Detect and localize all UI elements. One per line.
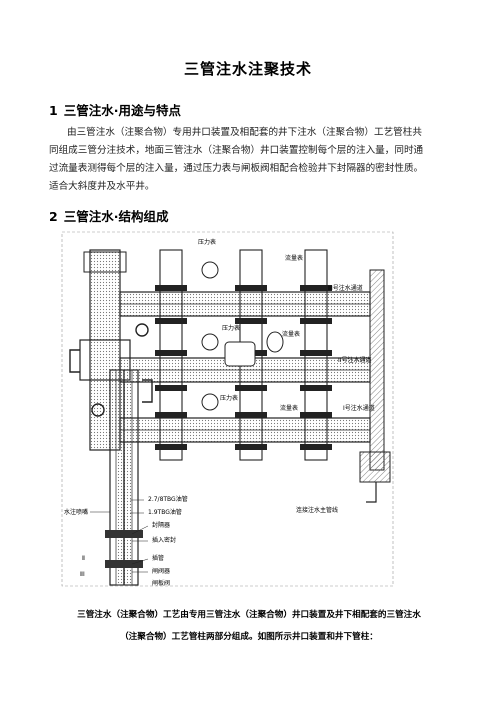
label-flow-meter: 流量表 (280, 404, 298, 412)
section-number: 1 (49, 103, 58, 118)
label-tubing-19: 1.9TBG油管 (148, 508, 182, 516)
paragraph-line: 由三管注水（注聚合物）专用井口装置及相配套的井下注水（注聚合物）工艺管柱共 (67, 127, 422, 138)
label-flow-meter: 流量表 (282, 330, 300, 338)
label-pressure-gauge: 压力表 (198, 238, 216, 246)
label-channel-2: ⅠⅠ号注水通道 (338, 356, 372, 364)
label-water-nozzle: 水注喷嘴 (64, 508, 88, 516)
paragraph-line: 过流量表测得每个层的注入量，通过压力表与闸板阀相配合检验井下封隔器的密封性质。 (49, 163, 424, 174)
label-bottom-valve: 闸板阀 (152, 579, 170, 587)
usage-paragraph: 由三管注水（注聚合物）专用井口装置及相配套的井下注水（注聚合物）工艺管柱共 同组… (49, 124, 449, 196)
label-gate-valve: 闸阀器 (152, 567, 170, 575)
label-insert-seal: 插入密封 (152, 536, 176, 544)
section-heading-usage: 1 三管注水·用途与特点 (49, 100, 181, 119)
wellhead-diagram: 压力表 流量表 ⅡⅠ号注水通道 压力表 流量表 ⅠⅠ号注水通道 压力表 流量表 … (61, 231, 394, 587)
caption-line: 三管注水（注聚合物）工艺由专用三管注水（注聚合物）井口装置及井下相配套的三管注水 (77, 610, 421, 620)
paragraph-line: 适合大斜度井及水平井。 (49, 181, 155, 192)
label-flow-meter: 流量表 (285, 254, 303, 262)
section-heading-structure: 2 三管注水·结构组成 (49, 206, 168, 225)
section-heading-text: 三管注水·结构组成 (63, 209, 169, 224)
figure-caption: 三管注水（注聚合物）工艺由专用三管注水（注聚合物）井口装置及井下相配套的三管注水… (49, 604, 449, 648)
label-pressure-gauge: 压力表 (222, 324, 240, 332)
label-tubing-27: 2.7/8TBG油管 (148, 495, 188, 503)
label-layer-3: ⅡⅠ (80, 571, 85, 578)
label-main-pipe: 连接注水主管线 (296, 506, 338, 514)
page-title: 三管注水注聚技术 (183, 60, 312, 78)
label-packer: 封隔器 (152, 521, 170, 529)
section-heading-text: 三管注水·用途与特点 (63, 103, 181, 118)
section-number: 2 (49, 209, 58, 224)
label-casing: 插管 (152, 554, 164, 562)
label-channel-1: Ⅰ号注水通道 (343, 404, 375, 412)
label-channel-3: ⅡⅠ号注水通道 (328, 284, 363, 292)
paragraph-line: 同组成三管分注技术，地面三管注水（注聚合物）井口装置控制每个层的注入量，同时通 (49, 145, 424, 156)
label-layer-2: Ⅱ (82, 555, 85, 562)
caption-line: （注聚合物）工艺管柱两部分组成。如图所示井口装置和井下管柱： (120, 632, 378, 642)
label-pressure-gauge: 压力表 (220, 394, 238, 402)
